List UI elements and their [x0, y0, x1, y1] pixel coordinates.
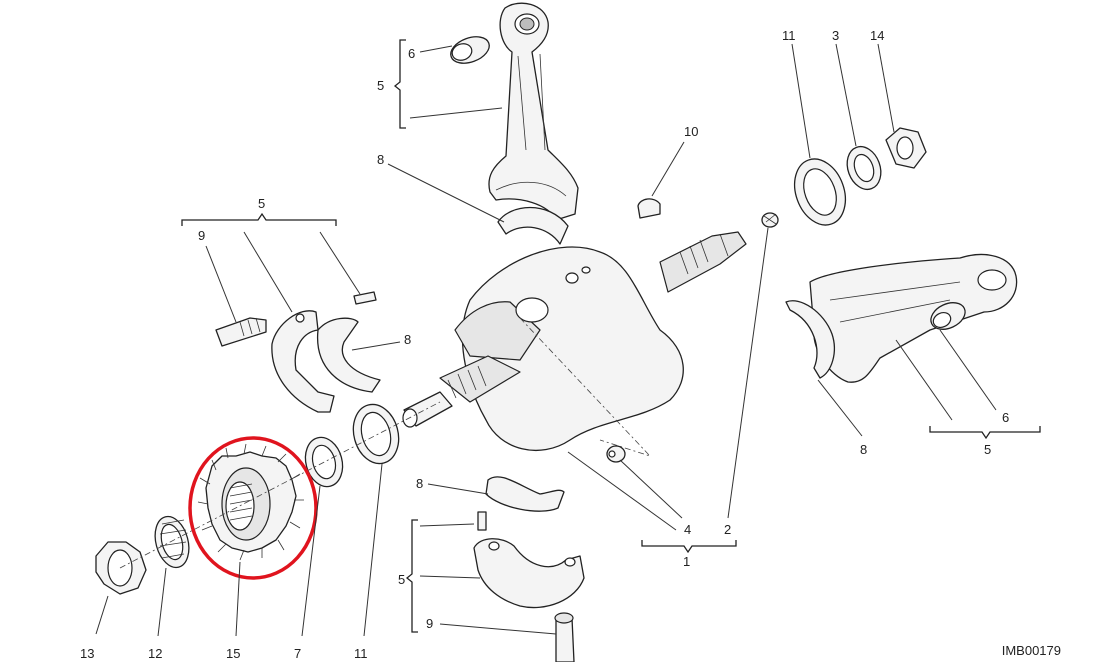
small-end-bushing-top: [450, 36, 490, 64]
washer-11-left: [352, 403, 400, 465]
callout-9-left: 9: [198, 228, 205, 243]
callout-14: 14: [870, 28, 884, 43]
small-end-bushing-right: [930, 302, 966, 330]
callout-5-lower: 5: [398, 572, 405, 587]
washer-3: [846, 145, 882, 191]
cap-screw-9-left: [215, 317, 267, 347]
callout-8-top: 8: [377, 152, 384, 167]
brace-5-lower: [405, 519, 418, 633]
plug-screw-2: [761, 212, 779, 228]
dowel-pin-left: [353, 291, 377, 305]
dowel-pin-lower: [477, 511, 487, 531]
callout-9-lower: 9: [426, 616, 433, 631]
callout-6-right: 6: [1002, 410, 1009, 425]
washer-11-right: [793, 158, 847, 226]
callout-13: 13: [80, 646, 94, 661]
callout-11-left: 11: [354, 646, 368, 661]
plug-screw-4: [606, 445, 626, 463]
upper-connecting-rod: [488, 2, 579, 221]
primary-gear-15: [197, 443, 304, 561]
cap-screw-9-lower: [554, 612, 575, 662]
callout-4: 4: [684, 522, 691, 537]
callout-12: 12: [148, 646, 162, 661]
brace-1: [641, 540, 737, 554]
crankshaft: [402, 231, 747, 457]
rod-cap-lower: [473, 538, 585, 609]
callout-15: 15: [226, 646, 240, 661]
callout-5-right: 5: [984, 442, 991, 457]
highlight-circle: [188, 436, 318, 580]
callout-8-right: 8: [860, 442, 867, 457]
callout-6-top: 6: [408, 46, 415, 61]
nut-13: [95, 541, 147, 595]
woodruff-key-10: [637, 198, 661, 219]
leader-lines: [95, 43, 997, 637]
callout-5-top: 5: [377, 78, 384, 93]
brace-5-top: [393, 39, 406, 129]
callout-7: 7: [294, 646, 301, 661]
bearing-shell-lower: [485, 476, 565, 512]
callout-10: 10: [684, 124, 698, 139]
image-code: IMB00179: [1001, 643, 1061, 658]
callout-5-left: 5: [258, 196, 265, 211]
bearing-shell-top: [497, 206, 569, 245]
callout-8-left: 8: [404, 332, 411, 347]
brace-5-left: [181, 212, 337, 226]
callout-1: 1: [683, 554, 690, 569]
callout-2: 2: [724, 522, 731, 537]
right-connecting-rod: [809, 254, 1018, 383]
callout-3: 3: [832, 28, 839, 43]
bearing-shell-left: [316, 317, 381, 393]
rod-cap-left: [271, 310, 335, 413]
washer-12: [154, 515, 190, 569]
nut-14: [885, 127, 927, 169]
brace-5-right: [929, 426, 1041, 440]
callout-8-lower: 8: [416, 476, 423, 491]
callout-11-right: 11: [782, 28, 796, 43]
bearing-shell-right: [785, 300, 835, 379]
